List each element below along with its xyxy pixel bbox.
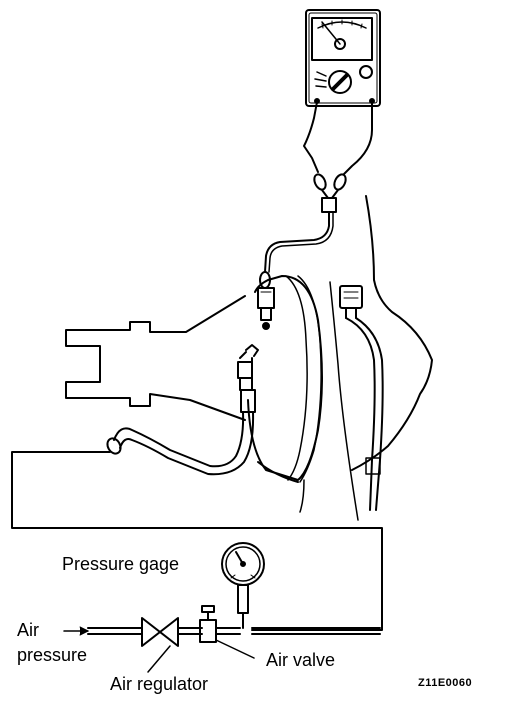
booster-body — [247, 275, 323, 483]
body-panel — [299, 195, 433, 521]
lead-connector — [321, 197, 337, 213]
sensor-connector — [257, 271, 275, 330]
hose-open-end — [106, 437, 122, 455]
air-pressure-label-line1: Air — [17, 620, 39, 640]
push-rod-assembly — [65, 295, 246, 421]
air-pressure-label-line2: pressure — [17, 645, 88, 665]
wire-harness — [339, 285, 384, 511]
pressure-gage-icon — [221, 542, 265, 629]
range-selector-knob — [314, 70, 352, 94]
pressure-gage-label: Pressure gage — [62, 554, 180, 574]
vacuum-hose — [106, 344, 259, 476]
leader-lines — [147, 639, 255, 673]
test-leads — [264, 101, 373, 273]
air-valve-symbol — [199, 605, 217, 643]
air-regulator-label: Air regulator — [110, 674, 209, 694]
figure-code: Z11E0060 — [418, 677, 473, 689]
air-valve-label: Air valve — [266, 650, 336, 670]
air-supply-line — [11, 451, 383, 636]
zero-adjust-icon — [359, 65, 373, 79]
circuit-tester — [305, 9, 381, 107]
air-regulator-symbol — [141, 617, 179, 647]
meter-window — [311, 17, 373, 61]
